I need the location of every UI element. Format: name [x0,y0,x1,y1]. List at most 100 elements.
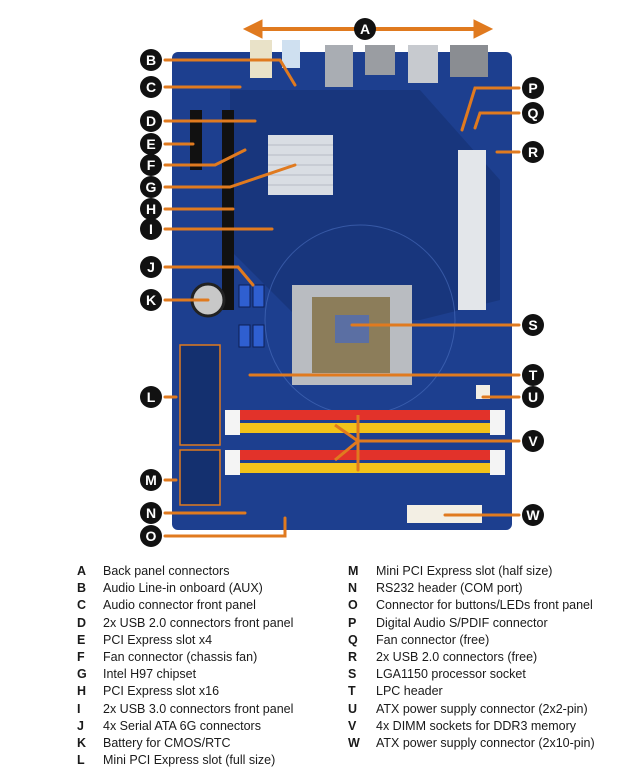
legend-label: Back panel connectors [103,564,230,578]
badge-letter: U [528,389,538,405]
legend-key: R [348,650,358,665]
legend-label: 2x USB 2.0 connectors front panel [103,615,294,630]
legend-key: J [77,718,84,733]
callout-badge-m: M [140,469,162,491]
legend-label: Connector for buttons/LEDs front panel [376,598,593,613]
legend-key: O [348,598,358,613]
legend-item: A Back panel connectors [77,563,293,580]
legend-key: M [348,564,359,578]
badge-letter: S [528,317,537,333]
badge-circle [140,469,162,491]
badge-circle [140,256,162,278]
badge-letter: T [529,367,538,383]
legend-key: Q [348,632,358,647]
badge-circle [354,18,376,40]
badge-letter: R [528,144,538,160]
badge-letter: C [146,79,156,95]
callout-line-p [460,86,521,132]
badge-circle [522,386,544,408]
legend-label: Intel H97 chipset [103,667,197,682]
badge-letter: I [149,221,153,237]
callout-badge-t: T [522,364,544,386]
callout-badge-u: U [522,386,544,408]
callout-badge-p: P [522,77,544,99]
legend-key: G [77,667,87,682]
legend-key: C [77,598,87,613]
legend-label: 4x DIMM sockets for DDR3 memory [376,718,577,733]
badge-letter: J [147,259,155,275]
badge-circle [140,154,162,176]
callout-badge-o: O [140,525,162,547]
badge-letter: V [528,433,538,449]
callout-badge-d: D [140,110,162,132]
legend-label: Fan connector (chassis fan) [103,650,258,665]
legend-label: ATX power supply connector (2x10-pin) [376,736,595,751]
badge-circle [140,218,162,240]
legend-key: N [348,581,358,596]
legend-key: V [348,718,357,733]
callout-badge-w: W [522,504,544,526]
legend-item: H PCI Express slot x16 [77,683,293,700]
legend-key: H [77,684,87,699]
legend-label: 2x USB 2.0 connectors (free) [376,650,538,665]
mini-pcie-half-slot [179,449,221,506]
legend-key: U [348,701,358,716]
badge-circle [140,133,162,155]
badge-letter: O [146,528,157,544]
callout-lines [163,58,521,538]
badge-circle [522,364,544,386]
badge-circle [140,198,162,220]
badge-letter: G [146,179,157,195]
callout-badge-s: S [522,314,544,336]
badge-circle [522,314,544,336]
callout-badge-c: C [140,76,162,98]
mini-pcie-full-slot [179,344,221,446]
badge-circle [522,504,544,526]
callout-badge-q: Q [522,102,544,124]
badge-letter: M [145,472,157,488]
callout-badge-h: H [140,198,162,220]
legend-key: D [77,615,87,630]
heatsink-fins [268,144,333,186]
callout-line-b [163,58,297,87]
legend-item: R 2x USB 2.0 connectors (free) [348,649,595,666]
badge-circle [140,525,162,547]
badge-circle [140,110,162,132]
legend-label: LPC header [376,684,443,699]
badge-circle [140,49,162,71]
callout-line-g [163,163,297,189]
legend-label: Battery for CMOS/RTC [103,736,231,751]
badge-letter: Q [528,105,539,121]
badge-letter: K [146,292,156,308]
callout-badge-n: N [140,502,162,524]
legend-label: PCI Express slot x4 [103,632,213,647]
badge-circle [522,430,544,452]
legend-key: F [77,650,85,665]
callout-line-v [334,415,521,472]
badge-letter: P [528,80,537,96]
legend-key: P [348,615,357,630]
legend-label: LGA1150 processor socket [376,667,526,682]
legend-item: E PCI Express slot x4 [77,632,293,649]
back-panel-connectors [250,40,488,87]
legend-item: O Connector for buttons/LEDs front panel [348,597,595,614]
badge-letter: F [147,157,156,173]
legend-key: E [77,632,86,647]
legend-key: A [77,564,87,578]
legend-key: L [77,753,85,768]
badge-circle [522,102,544,124]
legend-label: PCI Express slot x16 [103,684,220,699]
callout-badge-i: I [140,218,162,240]
